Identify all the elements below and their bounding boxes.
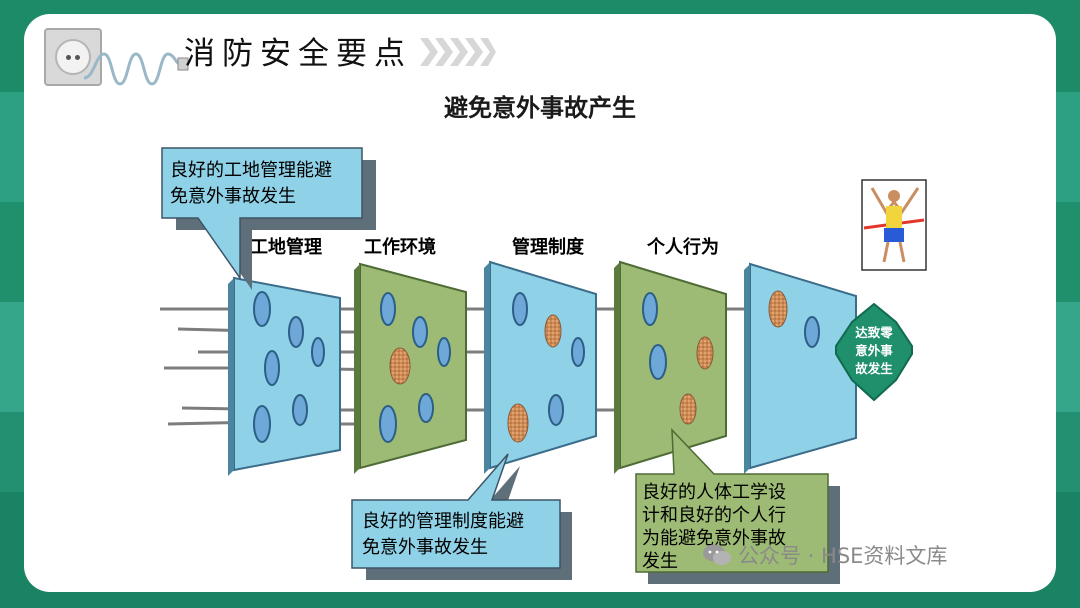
- power-cable-icon: [84, 52, 189, 86]
- header-title: 消防安全要点: [184, 36, 412, 72]
- socket-face: [55, 39, 91, 75]
- callout-site-line-2: 免意外事故发生: [170, 186, 296, 207]
- callout-system-line-2: 免意外事故发生: [362, 537, 488, 558]
- goal-line-1: 达致零: [855, 325, 893, 340]
- runner-finish-icon: [861, 179, 927, 271]
- watermark: 公众号 · HSE资料文库: [702, 540, 947, 570]
- watermark-text: 公众号 · HSE资料文库: [738, 544, 948, 568]
- layer-label-environment: 工作环境: [364, 236, 436, 258]
- layer-final: [744, 262, 857, 474]
- callout-behavior-line-2: 计和良好的个人行: [642, 505, 786, 526]
- goal-line-2: 意外事: [855, 343, 893, 358]
- layer-label-behavior: 个人行为: [646, 236, 719, 258]
- callout-site-management: 良好的工地管理能避 免意外事故发生: [161, 147, 376, 290]
- callout-behavior-line-4: 发生: [642, 551, 678, 572]
- main-title: 避免意外事故产生: [444, 94, 636, 122]
- layer-work-environment: [354, 262, 467, 474]
- callout-system-line-1: 良好的管理制度能避: [362, 511, 524, 532]
- callout-site-line-1: 良好的工地管理能避: [170, 160, 332, 181]
- layer-management-system: [484, 260, 597, 474]
- callout-behavior-line-1: 良好的人体工学设: [642, 482, 786, 503]
- goal-line-3: 故发生: [855, 361, 893, 376]
- callout-personal-behavior: 良好的人体工学设 计和良好的个人行 为能避免意外事故 发生: [635, 428, 840, 584]
- layer-personal-behavior: [614, 260, 727, 474]
- chevrons-icon: [420, 38, 496, 66]
- goal-badge: 达致零 意外事 故发生: [835, 302, 913, 402]
- wechat-icon: [703, 544, 731, 565]
- layer-label-system: 管理制度: [512, 236, 585, 258]
- layer-label-site: 工地管理: [250, 236, 322, 258]
- callout-behavior-line-3: 为能避免意外事故: [642, 528, 786, 549]
- layer-site-management: [228, 276, 341, 476]
- callout-management-system: 良好的管理制度能避 免意外事故发生: [351, 453, 572, 580]
